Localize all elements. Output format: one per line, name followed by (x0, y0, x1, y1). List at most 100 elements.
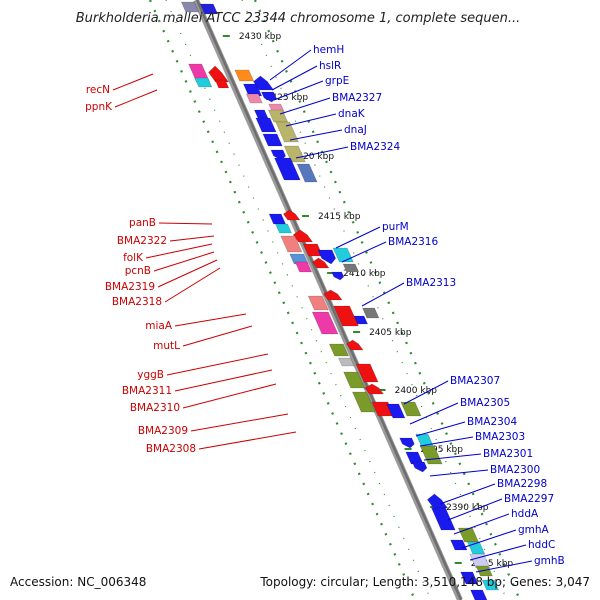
gene-feature (332, 247, 354, 263)
gene-label: BMA2319 (105, 281, 155, 293)
gene-label: BMA2308 (146, 443, 196, 455)
kbp-label: 2385 kbp (471, 559, 514, 569)
gene-feature (283, 145, 306, 163)
gene-feature (214, 79, 230, 89)
gene-feature (280, 235, 303, 253)
leader-line (295, 146, 349, 159)
leader-line (271, 65, 318, 91)
gene-feature (245, 93, 263, 104)
kbp-label: 2430 kbp (239, 32, 282, 42)
leader-line (158, 222, 213, 225)
gene-feature (180, 1, 200, 13)
leader-line (182, 383, 277, 409)
leader-line (169, 235, 215, 242)
leader-line (409, 402, 459, 425)
kbp-label: 2400 kbp (395, 386, 438, 396)
gene-feature (386, 403, 406, 419)
gene-feature (475, 565, 493, 577)
gene-label: miaA (145, 320, 173, 332)
gene-label: BMA2324 (350, 141, 400, 153)
gene-feature (292, 229, 314, 243)
gene-label: dnaJ (344, 124, 367, 136)
kbp-label: 2410 kbp (343, 269, 386, 279)
gene-label: hslR (319, 60, 341, 72)
leader-line (279, 97, 331, 115)
gene-label: recN (86, 84, 110, 96)
map-title: Burkholderia mallei ATCC 23344 chromosom… (76, 11, 521, 26)
gene-feature (352, 391, 376, 413)
gene-label: gmhA (518, 524, 550, 536)
topology-text: Topology: circular; Length: 3,510,148 bp… (259, 575, 590, 589)
gene-label: BMA2309 (138, 425, 188, 437)
gene-feature (199, 3, 219, 15)
gene-label: purM (382, 221, 409, 233)
gene-feature (243, 83, 263, 97)
gene-feature (294, 261, 313, 273)
leader-line (269, 49, 312, 81)
gene-feature (362, 307, 380, 319)
gene-label: BMA2318 (112, 296, 162, 308)
gene-feature (255, 117, 277, 133)
gene-feature (460, 571, 479, 585)
gene-label: hddA (511, 508, 539, 520)
gene-feature (296, 163, 318, 183)
gene-feature (307, 295, 329, 311)
leader-line (447, 498, 503, 521)
leader-line (419, 436, 474, 447)
gene-label: folK (123, 252, 144, 264)
gene-feature (400, 401, 422, 417)
leader-line (182, 325, 253, 347)
gene-label: gmhB (534, 555, 565, 567)
kbp-label: 2390 kbp (446, 503, 489, 513)
kbp-label: 2420 kbp (292, 152, 335, 162)
gene-feature (331, 271, 345, 281)
gene-label: BMA2300 (490, 464, 540, 476)
leader-line (429, 469, 489, 477)
gene-feature (364, 383, 384, 395)
leader-line (475, 560, 533, 573)
gene-feature (333, 305, 359, 327)
gene-feature (208, 65, 230, 83)
gene-feature (234, 69, 255, 82)
gene-feature (355, 363, 379, 383)
gene-label: panB (129, 217, 156, 229)
gene-feature (470, 589, 488, 600)
gene-label: BMA2304 (467, 416, 517, 428)
leader-line (174, 369, 273, 392)
gene-feature (328, 343, 350, 357)
gene-feature (194, 77, 213, 88)
accession-text: Accession: NC_006348 (10, 575, 146, 589)
gene-label: pcnB (125, 265, 151, 277)
gene-label: BMA2307 (450, 375, 500, 387)
leader-line (361, 282, 405, 307)
gene-feature (253, 75, 275, 91)
gene-feature (411, 461, 428, 473)
gene-feature (262, 133, 283, 147)
gene-label: dnaK (338, 108, 366, 120)
gene-label: BMA2301 (483, 448, 533, 460)
gene-labels: recNppnKpanBBMA2322folKpcnBBMA2319BMA231… (85, 44, 565, 573)
gene-label: BMA2322 (117, 235, 167, 247)
leader-line (174, 313, 247, 327)
gene-feature (317, 249, 337, 265)
leader-line (335, 226, 381, 249)
kbp-label: 2415 kbp (318, 212, 361, 222)
leader-line (415, 421, 466, 437)
kbp-label: 2425 kbp (266, 93, 309, 103)
gene-feature (274, 157, 301, 181)
leader-line (423, 453, 482, 461)
gene-feature (282, 209, 301, 221)
leader-line (166, 353, 269, 376)
gene-feature (431, 507, 456, 531)
gene-feature (311, 311, 339, 335)
gene-feature (323, 289, 343, 301)
gene-label: BMA2305 (460, 397, 510, 409)
leader-line (341, 241, 387, 263)
leader-line (114, 89, 158, 108)
kbp-ticks: 2430 kbp 2425 kbp 2420 kbp 2415 kbp 2410 kbp… (222, 32, 514, 569)
gene-feature (338, 357, 355, 367)
gene-label: grpE (325, 75, 349, 87)
gene-feature (426, 493, 449, 509)
gene-feature (289, 253, 309, 265)
leader-line (157, 259, 218, 288)
